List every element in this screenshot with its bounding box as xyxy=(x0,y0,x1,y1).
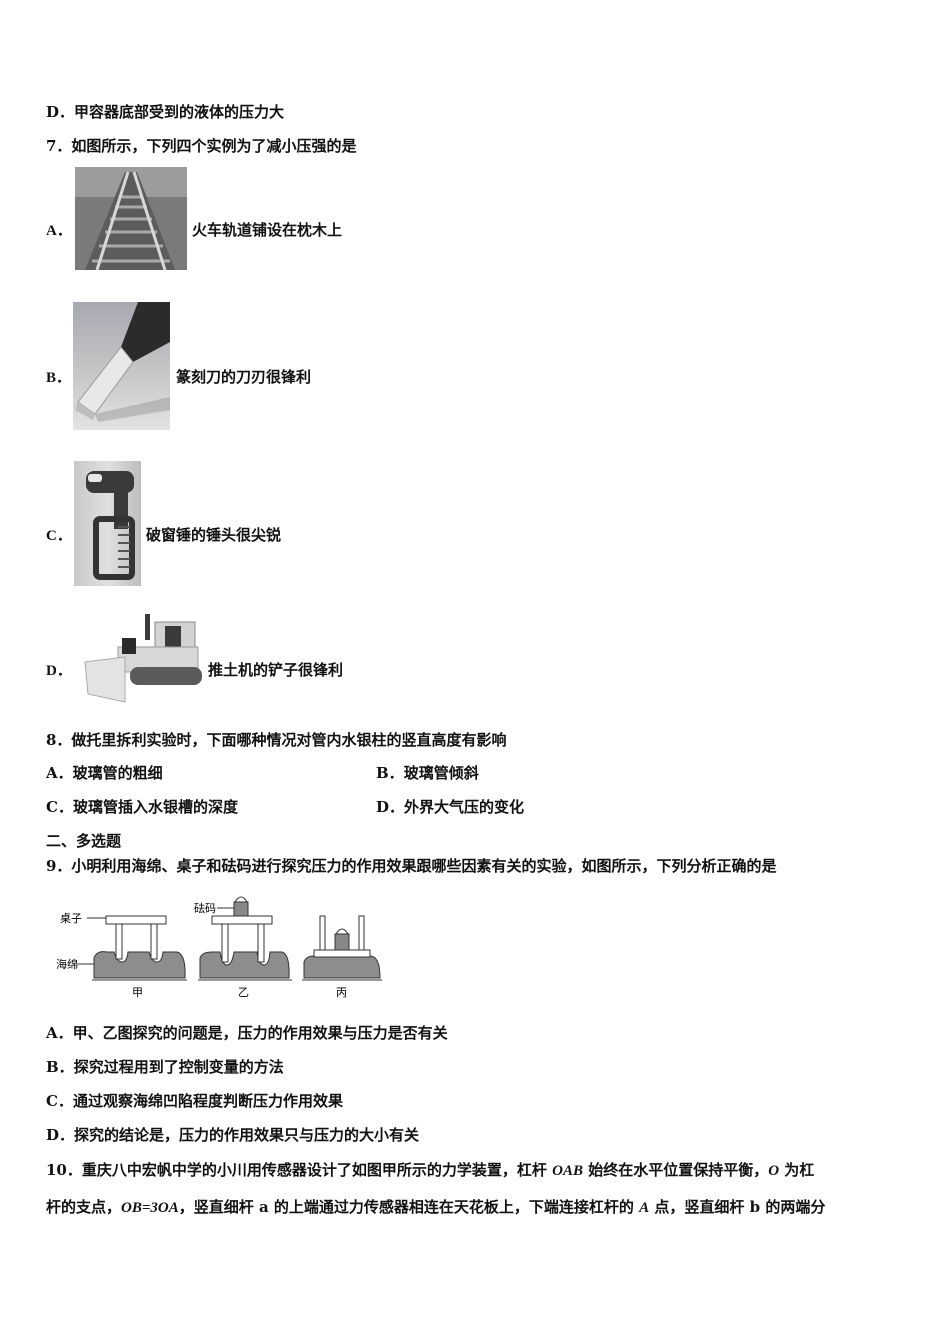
weight-label: 砝码 xyxy=(194,901,216,915)
caption-bing: 丙 xyxy=(336,986,347,999)
caption-jia: 甲 xyxy=(132,986,143,999)
caption-yi: 乙 xyxy=(238,986,249,999)
q10-stem-line1: 10．重庆八中宏帆中学的小川用传感器设计了如图甲所示的力学装置，杠杆 OAB 始… xyxy=(46,1160,814,1181)
math-var: A xyxy=(639,1200,650,1216)
text-segment: 始终在水平位置保持平衡， xyxy=(588,1161,769,1179)
railway-track-photo xyxy=(75,167,187,270)
option-label: B． xyxy=(376,764,404,782)
sponge-experiment-figure: 桌子 海绵 甲 砝码 乙 丙 xyxy=(52,890,392,1000)
option-label: D． xyxy=(46,103,75,121)
bulldozer-photo xyxy=(80,612,205,708)
option-label: D． xyxy=(376,798,405,816)
sponge-label: 海绵 xyxy=(56,957,78,971)
option-label: C． xyxy=(46,1092,73,1110)
q7-option-d-label: D． xyxy=(46,663,72,679)
option-text: 甲、乙图探究的问题是，压力的作用效果与压力是否有关 xyxy=(72,1024,448,1042)
q6-option-d: D．甲容器底部受到的液体的压力大 xyxy=(46,102,284,122)
q9-option-d: D．探究的结论是，压力的作用效果只与压力的大小有关 xyxy=(46,1125,419,1145)
math-var: O xyxy=(768,1163,780,1179)
q7-option-a-label: A． xyxy=(46,223,72,239)
text-segment: 为杠 xyxy=(784,1161,815,1179)
section-title: 二、多选题 xyxy=(46,832,122,850)
option-label: C． xyxy=(46,798,73,816)
q9-option-a: A．甲、乙图探究的问题是，压力的作用效果与压力是否有关 xyxy=(46,1023,448,1043)
q7-option-b-text: 篆刻刀的刀刃很锋利 xyxy=(176,368,312,386)
option-text: 通过观察海绵凹陷程度判断压力作用效果 xyxy=(72,1092,343,1110)
q8-option-a: A．玻璃管的粗细 xyxy=(46,763,163,783)
option-text: 外界大气压的变化 xyxy=(404,798,525,816)
option-text: 探究的结论是，压力的作用效果只与压力的大小有关 xyxy=(74,1126,420,1144)
q7-option-a-text: 火车轨道铺设在枕木上 xyxy=(192,221,343,239)
safety-hammer-photo xyxy=(74,461,141,586)
option-label: A． xyxy=(46,764,73,782)
q7-option-c-text: 破窗锤的锤头很尖锐 xyxy=(146,526,282,544)
math-var: OB=3OA xyxy=(121,1200,179,1216)
q7-option-c-label: C． xyxy=(46,528,72,544)
table-label: 桌子 xyxy=(60,912,82,925)
math-var: OAB xyxy=(552,1163,583,1179)
option-text: 探究过程用到了控制变量的方法 xyxy=(73,1058,284,1076)
text-segment: 点，竖直细杆 b 的两端分 xyxy=(654,1198,826,1216)
option-label: A． xyxy=(46,1024,73,1042)
option-text: 甲容器底部受到的液体的压力大 xyxy=(74,103,285,121)
q9-option-b: B．探究过程用到了控制变量的方法 xyxy=(46,1057,284,1077)
text-segment: 杆的支点， xyxy=(46,1198,122,1216)
q8-stem: 8．做托里拆利实验时，下面哪种情况对管内水银柱的竖直高度有影响 xyxy=(46,731,507,749)
q10-stem-line2: 杆的支点，OB=3OA，竖直细杆 a 的上端通过力传感器相连在天花板上，下端连接… xyxy=(46,1197,825,1218)
option-text: 玻璃管的粗细 xyxy=(72,764,163,782)
q7-option-d-text: 推土机的铲子很锋利 xyxy=(208,661,344,679)
option-text: 玻璃管插入水银槽的深度 xyxy=(72,798,238,816)
option-label: D． xyxy=(46,1126,75,1144)
text-segment: 10．重庆八中宏帆中学的小川用传感器设计了如图甲所示的力学装置，杠杆 xyxy=(46,1161,547,1179)
q8-option-b: B．玻璃管倾斜 xyxy=(376,763,479,783)
text-segment: ，竖直细杆 a 的上端通过力传感器相连在天花板上，下端连接杠杆的 xyxy=(178,1198,634,1216)
q9-stem: 9．小明利用海绵、桌子和砝码进行探究压力的作用效果跟哪些因素有关的实验，如图所示… xyxy=(46,857,777,875)
q7-option-b-label: B． xyxy=(46,370,72,386)
q9-option-c: C．通过观察海绵凹陷程度判断压力作用效果 xyxy=(46,1091,343,1111)
option-text: 玻璃管倾斜 xyxy=(403,764,479,782)
carving-knife-photo xyxy=(73,302,170,430)
option-label: B． xyxy=(46,1058,74,1076)
q7-stem: 7．如图所示，下列四个实例为了减小压强的是 xyxy=(46,137,357,155)
q8-option-d: D．外界大气压的变化 xyxy=(376,797,524,817)
q8-option-c: C．玻璃管插入水银槽的深度 xyxy=(46,797,238,817)
